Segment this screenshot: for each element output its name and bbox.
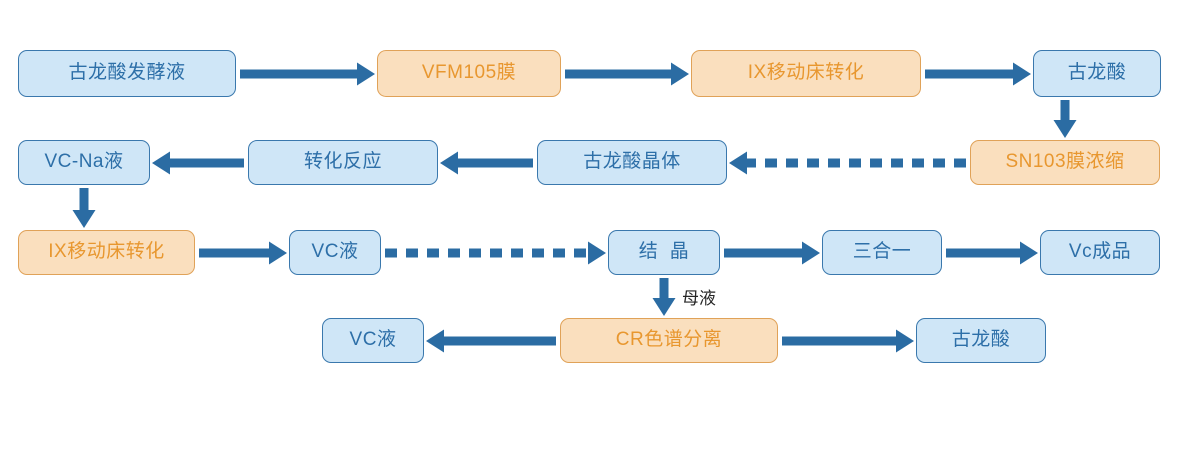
flow-node-label: 三合一 (852, 241, 912, 263)
flow-arrow-e5 (699, 133, 996, 193)
flow-arrow-e1 (210, 44, 405, 104)
flow-node-n2[interactable]: VFM105膜 (377, 50, 561, 97)
flow-arrow-e14 (396, 311, 586, 371)
flow-node-label: VC-Na液 (44, 151, 124, 173)
flow-arrow-e7 (122, 133, 274, 193)
flow-arrow-e3 (895, 44, 1061, 104)
flow-node-label: 古龙酸晶体 (583, 151, 681, 173)
flow-arrow-e10 (355, 223, 636, 283)
flow-arrow-e15 (752, 311, 944, 371)
flow-node-label: VC液 (311, 241, 359, 263)
flow-node-n4[interactable]: 古龙酸 (1033, 50, 1161, 97)
flow-node-n5[interactable]: SN103膜浓缩 (970, 140, 1160, 185)
flow-node-n1[interactable]: 古龙酸发酵液 (18, 50, 236, 97)
flow-arrow-e4 (1035, 70, 1095, 168)
flow-node-n8[interactable]: VC-Na液 (18, 140, 150, 185)
flow-node-label: 转化反应 (303, 151, 382, 173)
flow-node-n14[interactable]: CR色谱分离 (560, 318, 778, 363)
flow-arrow-e13 (634, 248, 694, 346)
flow-node-n13[interactable]: Vc成品 (1040, 230, 1160, 275)
flow-node-label: Vc成品 (1068, 241, 1132, 263)
flow-node-n6[interactable]: 古龙酸晶体 (537, 140, 727, 185)
edge-label-el1: 母液 (682, 289, 716, 308)
flow-arrow-e2 (535, 44, 719, 104)
flow-node-label: 结 晶 (638, 241, 690, 263)
flow-node-label: 古龙酸 (1067, 62, 1127, 84)
flow-node-label: IX移动床转化 (48, 241, 165, 263)
flow-arrow-e8 (54, 158, 114, 258)
flow-node-label: VFM105膜 (421, 62, 517, 84)
flow-node-label: 古龙酸发酵液 (68, 62, 186, 84)
flow-node-n9[interactable]: IX移动床转化 (18, 230, 195, 275)
flow-arrow-e9 (169, 223, 317, 283)
flow-node-label: 古龙酸 (951, 329, 1011, 351)
flow-node-n16[interactable]: 古龙酸 (916, 318, 1046, 363)
flow-node-label: CR色谱分离 (615, 329, 723, 351)
flow-arrow-e11 (694, 223, 850, 283)
flow-arrow-e6 (410, 133, 563, 193)
flow-node-n10[interactable]: VC液 (289, 230, 381, 275)
flow-node-label: VC液 (349, 329, 397, 351)
flow-node-n15[interactable]: VC液 (322, 318, 424, 363)
flow-node-n7[interactable]: 转化反应 (248, 140, 438, 185)
flow-arrow-e12 (916, 223, 1068, 283)
flow-node-label: IX移动床转化 (747, 62, 865, 84)
flow-node-n11[interactable]: 结 晶 (608, 230, 720, 275)
flow-node-label: SN103膜浓缩 (1005, 151, 1125, 173)
flow-node-n3[interactable]: IX移动床转化 (691, 50, 921, 97)
flow-node-n12[interactable]: 三合一 (822, 230, 942, 275)
